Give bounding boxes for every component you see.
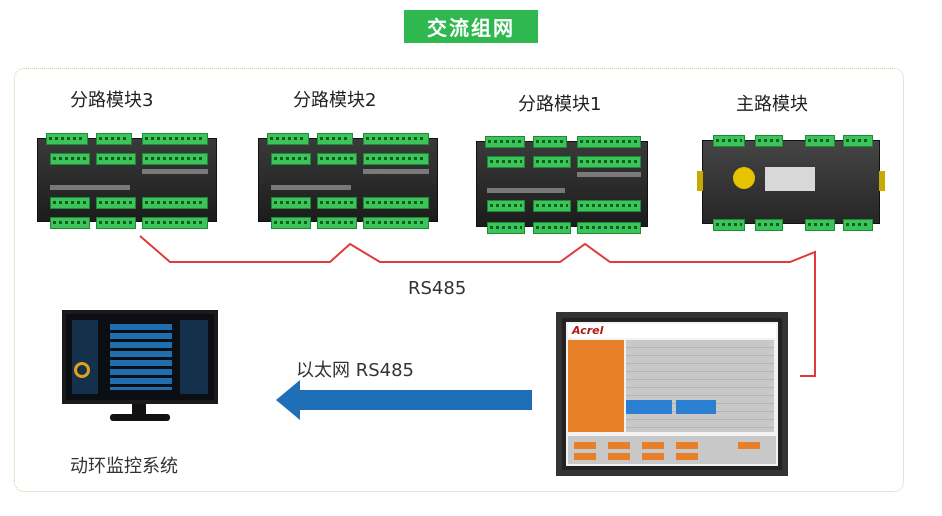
monitor-neck xyxy=(132,404,146,414)
main-module xyxy=(697,135,885,231)
network-frame xyxy=(14,68,904,492)
branch-module-1 xyxy=(476,136,648,234)
module-label-branch-3: 分路模块3 xyxy=(70,90,154,111)
monitor-stand xyxy=(110,414,170,421)
module-label-branch-2: 分路模块2 xyxy=(293,90,377,111)
nameplate xyxy=(765,167,815,191)
gauge-icon xyxy=(74,362,90,378)
diagram-title: 交流组网 xyxy=(404,10,538,43)
warning-label-icon xyxy=(733,167,755,189)
monitor-screen xyxy=(62,310,218,404)
ethernet-arrow-icon xyxy=(276,380,532,420)
module-label-branch-1: 分路模块1 xyxy=(518,94,602,115)
hmi-header: Acrel xyxy=(568,324,776,338)
hmi-brand: Acrel xyxy=(572,324,604,337)
hmi-data-grid xyxy=(626,340,774,432)
rail-clip xyxy=(879,171,885,191)
hmi-button-bar xyxy=(568,436,776,464)
branch-module-2 xyxy=(258,133,438,229)
hmi-panel: Acrel xyxy=(556,312,788,476)
module-label-main: 主路模块 xyxy=(736,94,808,115)
rail-clip xyxy=(697,171,703,191)
bus-label: RS485 xyxy=(408,278,467,299)
link-label: 以太网 RS485 xyxy=(296,360,415,381)
monitor-label: 动环监控系统 xyxy=(70,456,178,477)
hmi-left-column xyxy=(568,340,624,432)
branch-module-3 xyxy=(37,133,217,229)
